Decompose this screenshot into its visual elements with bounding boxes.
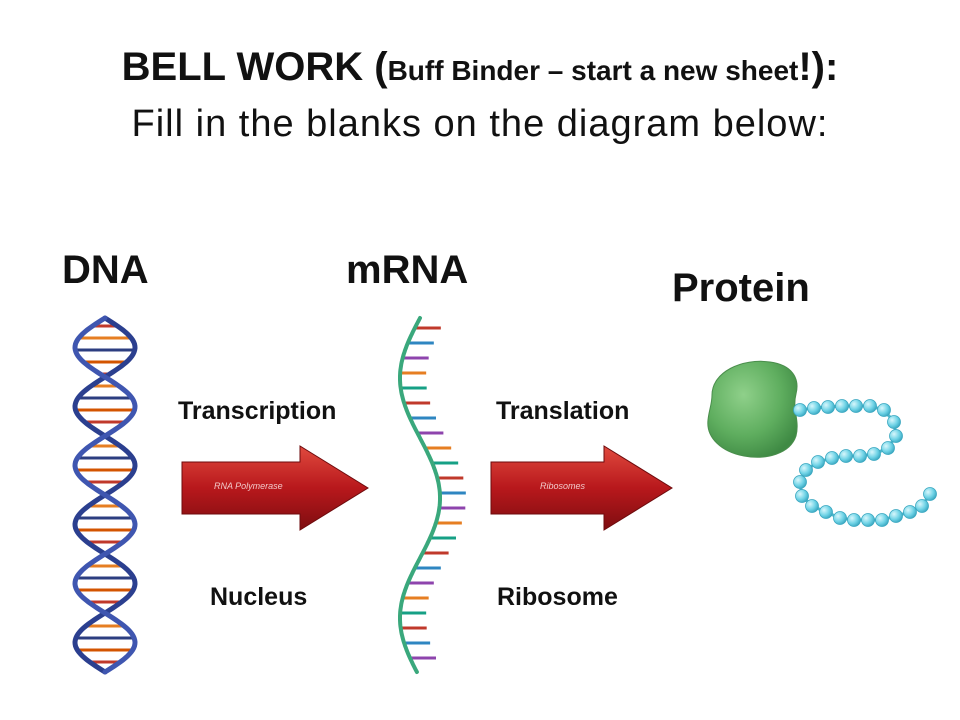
amino-acid-bead: [795, 489, 809, 503]
transcription-label: Transcription: [178, 397, 337, 425]
translation-label: Translation: [496, 397, 630, 425]
amino-acid-bead: [853, 449, 867, 463]
nucleus-label: Nucleus: [210, 583, 308, 611]
amino-acid-bead: [877, 403, 891, 417]
amino-acid-bead: [889, 429, 903, 443]
amino-acid-bead: [793, 475, 807, 489]
amino-acid-bead: [915, 499, 929, 513]
amino-acid-bead: [861, 513, 875, 527]
amino-acid-bead: [793, 403, 807, 417]
protein-icon: [707, 360, 937, 527]
amino-acid-bead: [863, 399, 877, 413]
amino-acid-bead: [875, 513, 889, 527]
amino-acid-bead: [825, 451, 839, 465]
chain-link: [798, 404, 932, 522]
heading-part-2: Buff Binder – start a new sheet: [387, 55, 799, 86]
amino-acid-bead: [887, 415, 901, 429]
slide-title: BELL WORK (Buff Binder – start a new she…: [0, 40, 960, 150]
dna-label: DNA: [62, 248, 149, 292]
mrna-label: mRNA: [346, 248, 469, 292]
amino-acid-bead: [799, 463, 813, 477]
amino-acid-bead: [881, 441, 895, 455]
amino-acid-chain: [793, 399, 937, 527]
amino-acid-bead: [903, 505, 917, 519]
amino-acid-bead: [847, 513, 861, 527]
amino-acid-bead: [923, 487, 937, 501]
ribosome-label: Ribosome: [497, 583, 618, 611]
amino-acid-bead: [867, 447, 881, 461]
heading-part-3: !):: [798, 45, 839, 89]
amino-acid-bead: [889, 509, 903, 523]
amino-acid-bead: [839, 449, 853, 463]
amino-acid-bead: [811, 455, 825, 469]
transcription-arrow-text: RNA Polymerase: [214, 481, 283, 491]
amino-acid-bead: [835, 399, 849, 413]
amino-acid-bead: [833, 511, 847, 525]
mrna-strand-icon: [398, 316, 466, 674]
folded-protein-blob: [707, 360, 798, 458]
amino-acid-bead: [807, 401, 821, 415]
amino-acid-bead: [819, 505, 833, 519]
translation-arrow-text: Ribosomes: [540, 481, 586, 491]
protein-label: Protein: [672, 266, 810, 310]
mrna-backbone: [398, 316, 442, 674]
amino-acid-bead: [849, 399, 863, 413]
mrna-bases: [400, 326, 466, 660]
translation-arrow-icon: Ribosomes: [490, 445, 673, 531]
transcription-arrow-icon: RNA Polymerase: [181, 445, 369, 531]
amino-acid-bead: [805, 499, 819, 513]
dna-strand-b: [72, 315, 138, 675]
dna-helix-icon: [72, 315, 138, 675]
amino-acid-bead: [821, 400, 835, 414]
heading-part-1: BELL WORK (: [121, 45, 388, 89]
bell-work-heading: BELL WORK (Buff Binder – start a new she…: [0, 40, 960, 98]
instruction-line: Fill in the blanks on the diagram below:: [131, 103, 829, 145]
